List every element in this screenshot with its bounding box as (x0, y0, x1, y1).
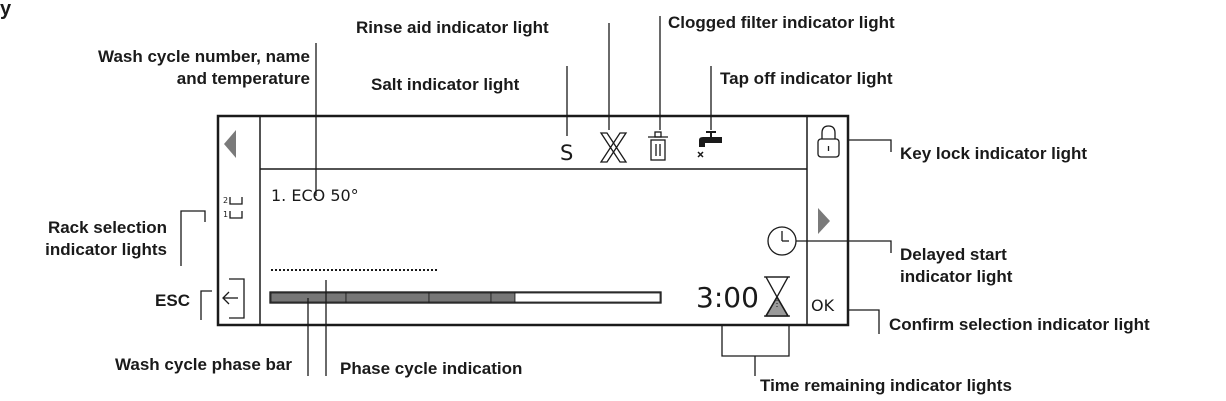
hourglass-icon (764, 276, 790, 317)
phase-segment (345, 292, 430, 303)
phase-bar (269, 291, 662, 304)
label-rack-2: indicator lights (45, 240, 167, 259)
rack-lower-number: 1 (223, 210, 228, 219)
label-rack-1: Rack selection (48, 218, 167, 237)
label-tap-off: Tap off indicator light (720, 69, 893, 88)
label-key-lock: Key lock indicator light (900, 144, 1087, 163)
callout-labels: Wash cycle number, name and temperature … (45, 13, 1150, 395)
time-readout: 3:00 (696, 281, 759, 314)
label-delayed-2: indicator light (900, 267, 1013, 286)
label-time-remaining: Time remaining indicator lights (760, 376, 1012, 395)
right-arrow-icon[interactable] (818, 208, 830, 234)
cycle-text: 1. ECO 50° (271, 186, 359, 205)
rack-icon[interactable]: 2 1 (223, 196, 243, 219)
label-phase-cycle: Phase cycle indication (340, 359, 522, 378)
phase-segment (490, 292, 516, 303)
callout-line-time-bracket (721, 325, 790, 357)
rack-upper-icon (229, 197, 243, 205)
label-esc: ESC (155, 291, 190, 310)
phase-segment (428, 292, 492, 303)
label-salt: Salt indicator light (371, 75, 520, 94)
callout-line-delayed (796, 240, 892, 253)
rack-upper-number: 2 (223, 196, 228, 205)
phase-segment (514, 292, 661, 303)
salt-symbol: S (560, 141, 573, 165)
left-arrow-icon[interactable] (224, 130, 236, 158)
esc-door-icon[interactable] (222, 278, 245, 319)
callout-line-confirm (848, 309, 880, 334)
display-frame (216, 114, 850, 327)
label-confirm: Confirm selection indicator light (889, 315, 1150, 334)
phase-bar-frame (269, 291, 662, 304)
label-delayed-1: Delayed start (900, 245, 1007, 264)
rinse-aid-icon (599, 132, 628, 163)
callout-line-rack (180, 210, 206, 266)
rack-lower-icon (229, 211, 243, 219)
callout-lines (180, 16, 892, 376)
tap-icon (697, 131, 722, 158)
control-display-panel: 2 1 1. ECO 50° S (216, 114, 850, 327)
label-rinse-aid: Rinse aid indicator light (356, 18, 549, 37)
callout-line-key-lock (848, 139, 892, 152)
label-wash-cycle-1: Wash cycle number, name (98, 47, 310, 66)
label-wash-cycle-2: and temperature (177, 69, 310, 88)
callout-line-esc (200, 290, 212, 320)
heading-fragment: y (0, 0, 12, 20)
label-clogged-filter: Clogged filter indicator light (668, 13, 895, 32)
clock-icon[interactable] (767, 226, 797, 256)
ok-button-text[interactable]: OK (811, 296, 835, 315)
padlock-icon[interactable] (817, 125, 840, 158)
label-phase-bar: Wash cycle phase bar (115, 355, 292, 374)
trash-bin-icon (648, 131, 668, 161)
